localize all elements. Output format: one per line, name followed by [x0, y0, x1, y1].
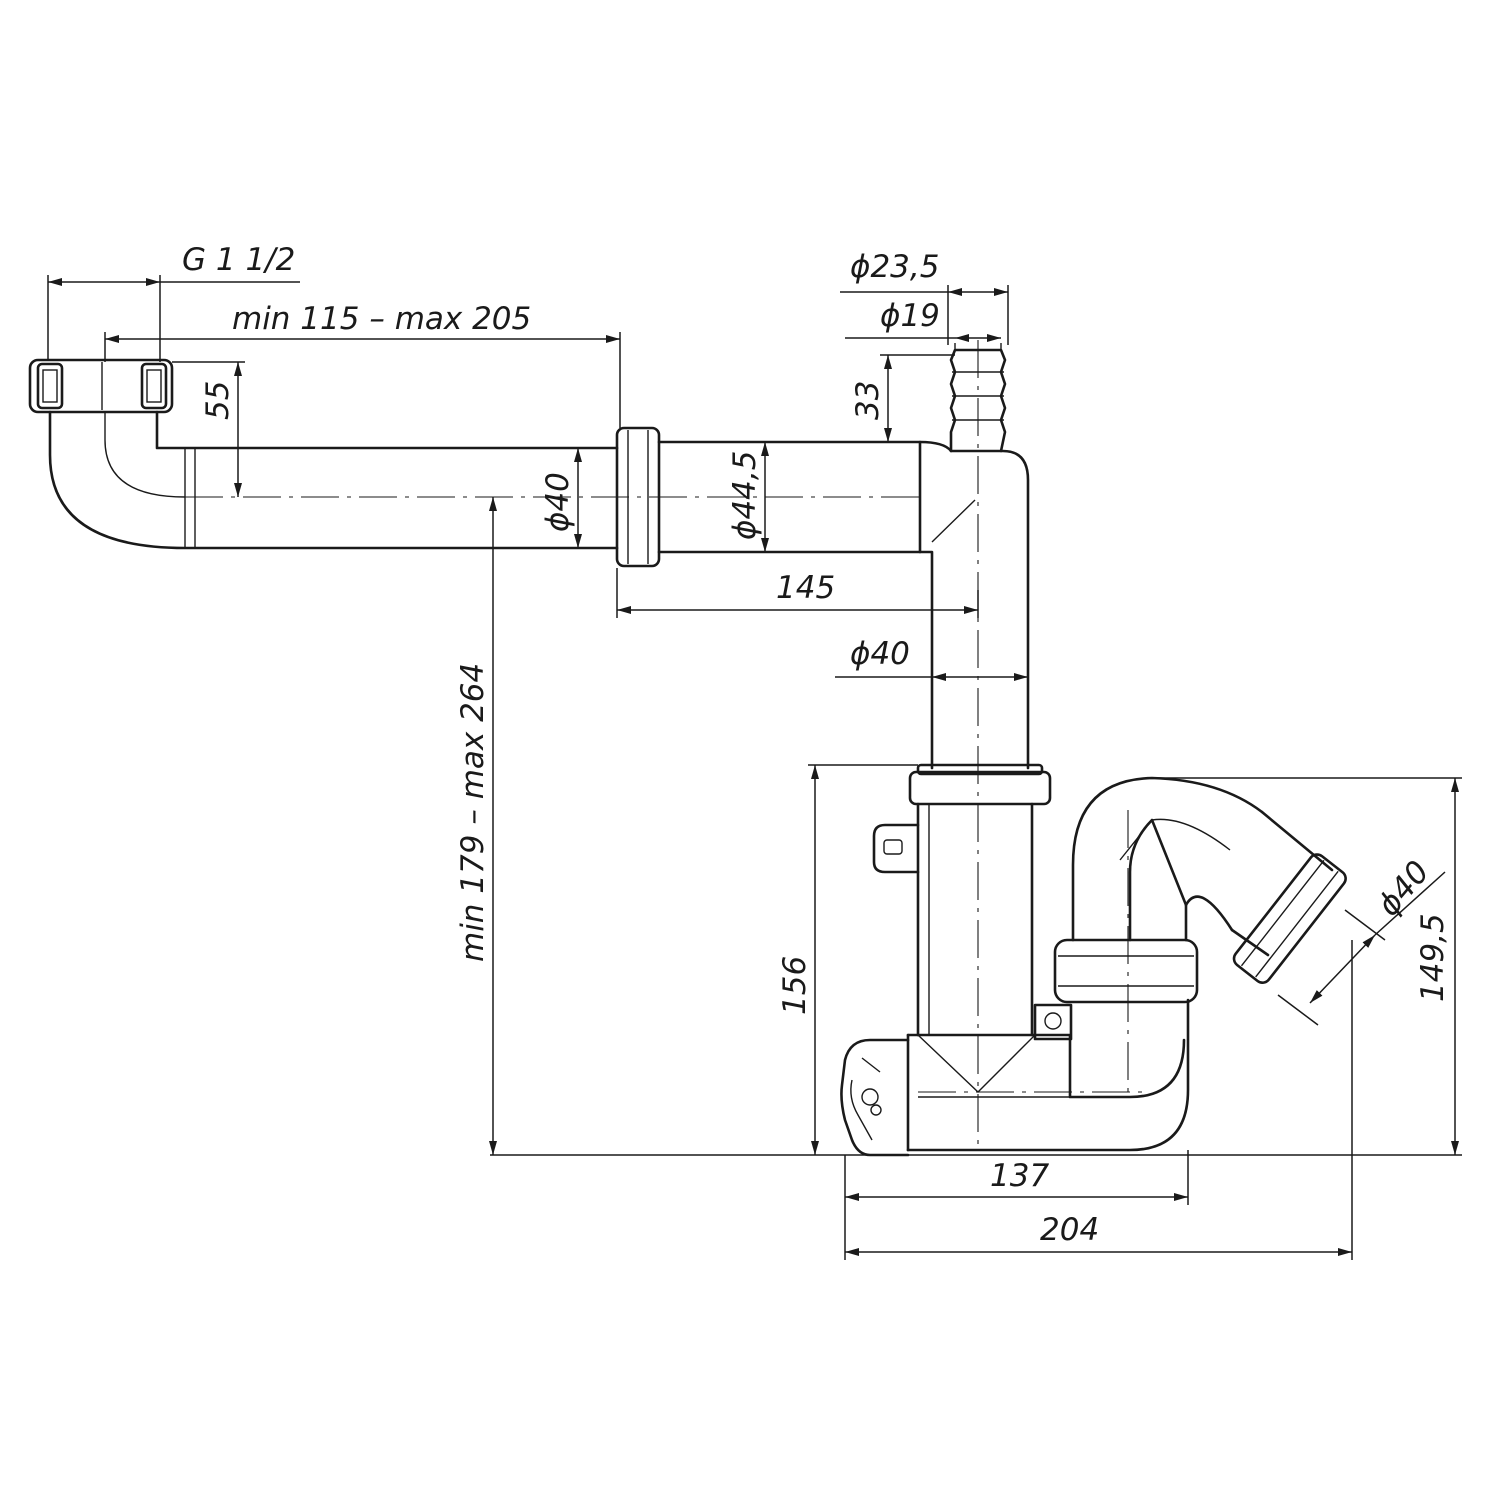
- dimension-lines: [47, 275, 1462, 1260]
- cleanout-cap: [840, 1038, 910, 1157]
- label-trap-height: 156: [777, 956, 813, 1015]
- label-total-height: min 179 – max 264: [455, 663, 491, 962]
- label-trap-width: 137: [990, 1158, 1049, 1194]
- label-hose-inner: ϕ19: [880, 298, 940, 334]
- sleeve-body: [657, 440, 922, 554]
- label-hose-height: 33: [850, 381, 886, 420]
- mounting-lug: [1033, 1003, 1073, 1041]
- label-outlet-diameter: ϕ40: [1371, 854, 1437, 923]
- label-thread: G 1 1/2: [182, 242, 295, 278]
- dimension-labels: G 1 1/2 min 115 – max 205 55 ϕ23,5 ϕ19 3…: [182, 242, 1451, 1248]
- label-vertical-pipe-diameter: ϕ40: [850, 636, 910, 672]
- overflow-pipe: [48, 410, 619, 550]
- trap-base: [906, 998, 1190, 1152]
- label-hose-outer: ϕ23,5: [850, 249, 939, 285]
- label-overall-width: 204: [1040, 1212, 1099, 1248]
- ring-nut: [908, 763, 1052, 806]
- label-sleeve-span: 145: [776, 570, 835, 606]
- label-overflow-length: min 115 – max 205: [232, 301, 531, 337]
- trap-bend: [1053, 776, 1264, 1004]
- tee-fitting: [918, 440, 1030, 770]
- vertical-pipe: [916, 802, 1034, 1037]
- label-sleeve-diameter: ϕ44,5: [727, 451, 763, 540]
- center-lines: [185, 340, 1150, 1150]
- side-tab: [872, 823, 920, 874]
- outlet-pipe: [1230, 810, 1347, 984]
- label-outlet-height: 149,5: [1415, 913, 1451, 1002]
- overflow-nut: [28, 358, 174, 414]
- label-overflow-drop: 55: [200, 381, 236, 420]
- label-pipe-diameter: ϕ40: [540, 472, 576, 532]
